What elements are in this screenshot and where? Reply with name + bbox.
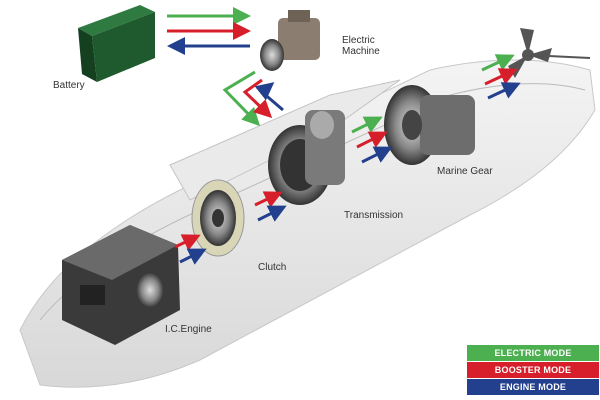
arrow-electric-transmission-to-gear xyxy=(351,116,383,134)
ic-engine-icon xyxy=(62,225,180,345)
clutch-icon xyxy=(191,179,245,257)
arrow-booster-clutch-to-transmission xyxy=(254,191,283,208)
arrow-engine-clutch-to-transmission xyxy=(257,205,287,222)
electric-machine-icon xyxy=(260,10,320,71)
arrow-engine-engine-to-clutch xyxy=(179,248,207,265)
arrow-electric-machine-to-transmission xyxy=(222,70,261,127)
legend-booster-mode: BOOSTER MODE xyxy=(467,362,599,378)
legend-engine-mode: ENGINE MODE xyxy=(467,379,599,395)
label-marine-gear: Marine Gear xyxy=(437,166,493,177)
arrow-engine-transmission-to-gear xyxy=(361,146,393,164)
battery-icon xyxy=(78,5,155,82)
arrow-electric-gear-to-prop xyxy=(481,54,515,72)
label-electric-machine: Electric Machine xyxy=(342,35,380,57)
label-clutch: Clutch xyxy=(258,262,287,273)
label-battery: Battery xyxy=(53,80,85,91)
arrow-engine-gear-to-prop xyxy=(487,82,521,100)
legend-electric-mode: ELECTRIC MODE xyxy=(467,345,599,361)
arrow-engine-transmission-to-machine xyxy=(254,82,284,112)
legend: ELECTRIC MODE BOOSTER MODE ENGINE MODE xyxy=(467,345,599,396)
marine-gear-icon xyxy=(384,85,475,165)
transmission-icon xyxy=(268,110,345,205)
label-transmission: Transmission xyxy=(344,210,404,221)
arrow-booster-machine-to-transmission xyxy=(242,78,273,119)
arrow-booster-transmission-to-gear xyxy=(356,131,388,149)
arrow-booster-engine-to-clutch xyxy=(174,234,201,251)
arrow-booster-gear-to-prop xyxy=(484,68,518,86)
label-ic-engine: I.C.Engine xyxy=(165,324,212,335)
